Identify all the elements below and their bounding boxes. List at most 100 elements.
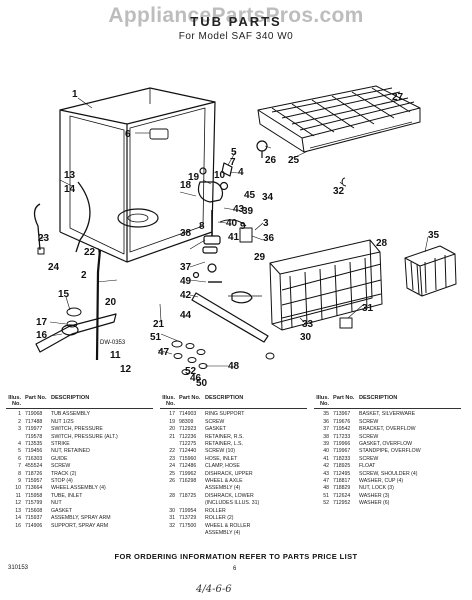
site-watermark: AppliancePartsPros.com [108,4,364,27]
callout-43: 43 [233,204,245,215]
illus-number: 39 [323,441,329,448]
part-description: SCREW [359,433,379,440]
callout-11: 11 [110,350,121,361]
part-number: 719578 [25,433,43,440]
illus-number: 3 [18,426,21,433]
part-description: RING SUPPORT [205,411,245,418]
document-code: 310153 [8,565,29,571]
part-description: CLAMP, HOSE [205,463,240,470]
part-description: ROLLER [205,507,226,514]
header-illus: Illus. No. [8,395,21,408]
exploded-parts-diagram: 1 2 3 4 5 6 7 8 9 10 11 12 13 14 15 16 1… [33,85,457,389]
callout-26: 26 [265,155,277,166]
part-number: 719542 [333,426,351,433]
callout-28: 28 [376,238,388,249]
part-description: GUIDE [51,455,68,462]
part-description: WASHER (3) [359,492,390,499]
illus-number [6,434,25,441]
spray-arm-drawing [35,307,117,353]
part-number: 718817 [333,478,351,485]
illus-number: 21 [169,433,175,440]
part-description: BRACKET, OVERFLOW [359,426,416,433]
callout-6: 6 [125,129,131,140]
part-number: 714906 [25,522,43,529]
part-number: 455524 [25,463,43,470]
table-row: ASSEMBLY (4) [160,485,307,492]
part-number: 719456 [25,448,43,455]
callout-18: 18 [180,180,192,191]
header-part: Part No. [333,395,355,401]
part-number: 717233 [333,433,351,440]
part-description: FLOAT [359,463,376,470]
track-drawing [95,249,102,361]
callout-51: 51 [150,332,162,343]
illus-number: 30 [169,507,175,514]
part-number [179,530,205,537]
callout-48: 48 [228,361,240,372]
model-subtitle: For Model SAF 340 W0 [178,31,294,42]
header-description: DESCRIPTION [359,395,398,401]
part-description: BASKET, SILVERWARE [359,411,416,418]
part-number: 715799 [25,500,43,507]
part-description: DISHRACK, UPPER [205,470,253,477]
illus-number: 42 [323,463,329,470]
illus-number: 35 [323,411,329,418]
callout-8: 8 [199,221,205,232]
illus-number: 1 [18,411,21,418]
part-number: 714903 [179,411,197,418]
part-description: SWITCH, PRESSURE (ALT.) [51,433,118,440]
part-number: 713664 [25,485,43,492]
illus-number: 37 [323,426,329,433]
callout-24: 24 [48,262,60,273]
part-description: WHEEL & ROLLER [205,522,251,529]
part-number: 712952 [333,500,351,507]
part-description: HOSE, INLET [205,455,238,462]
part-number: 717500 [179,522,197,529]
illus-number: 38 [323,433,329,440]
header-illus: Illus. No. [316,395,329,408]
part-number: 716298 [179,478,197,485]
illus-number: 17 [169,411,175,418]
part-number: 719962 [179,470,197,477]
illus-number: 13 [15,507,21,514]
part-description: SCREW [51,463,71,470]
part-description: TRACK (2) [51,470,77,477]
part-description: RETAINER, R.S. [205,433,244,440]
illus-number: 6 [18,455,21,462]
washer-stack-drawing [171,340,275,375]
part-description: SUPPORT, SPRAY ARM [51,522,109,529]
part-number: 719967 [333,448,351,455]
part-number: 712923 [179,426,197,433]
part-number: 712440 [179,448,197,455]
illus-number: 12 [15,500,21,507]
inlet-hose-drawing [33,203,41,251]
callout-36: 36 [263,233,275,244]
part-number: 713729 [179,515,197,522]
part-description: SCREW [359,455,379,462]
illus-number [160,485,179,492]
callout-41: 41 [228,232,240,243]
callout-23: 23 [38,233,50,244]
part-description: RETAINER, L.S. [205,441,243,448]
table-row: (INCLUDES ILLUS. 31) [160,500,307,507]
silverware-basket-drawing [404,245,457,297]
illus-number: 32 [169,522,175,529]
table-row: 32 717500 WHEEL & ROLLER [160,523,307,530]
callout-35: 35 [428,230,440,241]
tub-assembly-drawing [59,87,216,263]
